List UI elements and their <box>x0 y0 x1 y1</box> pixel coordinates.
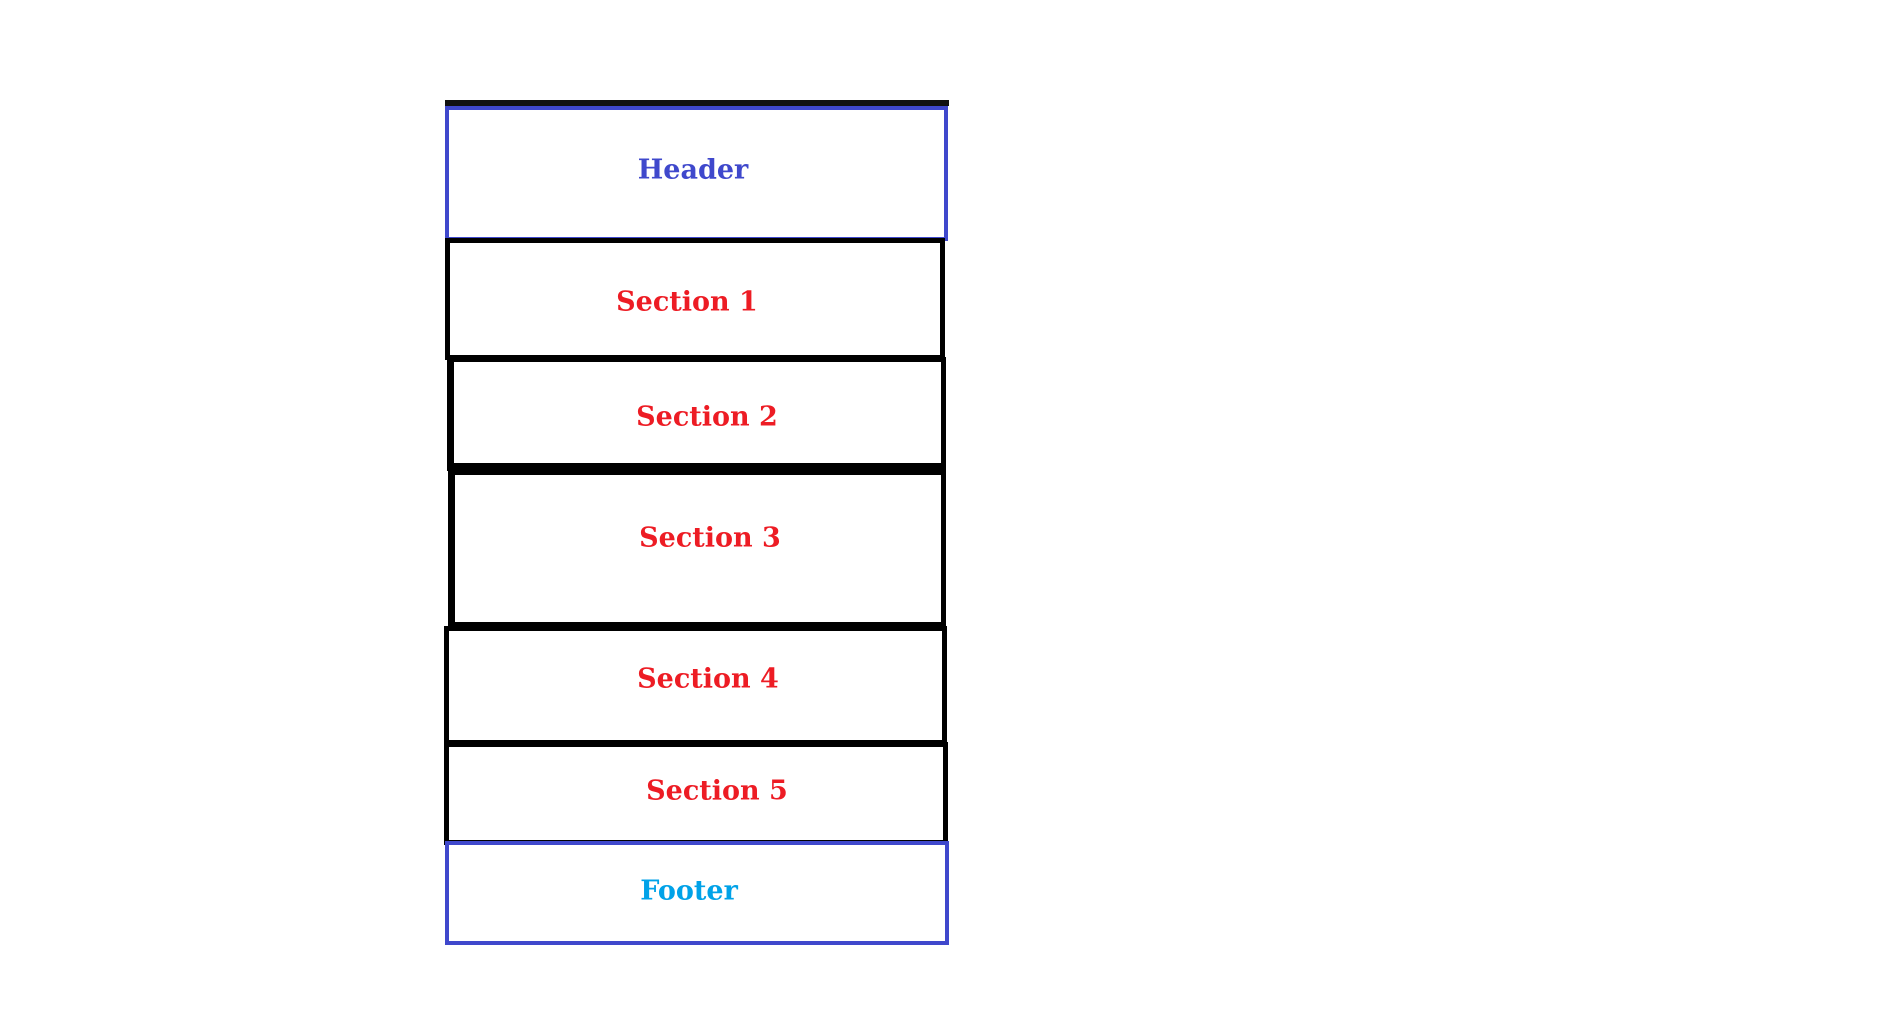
section-5-label: Section 5 <box>646 775 788 807</box>
footer-label: Footer <box>640 875 738 907</box>
section-2-label: Section 2 <box>636 401 778 433</box>
section-4-label: Section 4 <box>637 663 779 695</box>
section-1-label: Section 1 <box>616 286 758 318</box>
footer-block <box>445 841 949 945</box>
section-5-block <box>444 742 948 845</box>
header-label: Header <box>637 154 749 186</box>
section-3-label: Section 3 <box>639 522 781 554</box>
section-3-block <box>448 470 946 628</box>
top-border-line <box>445 100 949 106</box>
section-2-block <box>447 357 946 471</box>
